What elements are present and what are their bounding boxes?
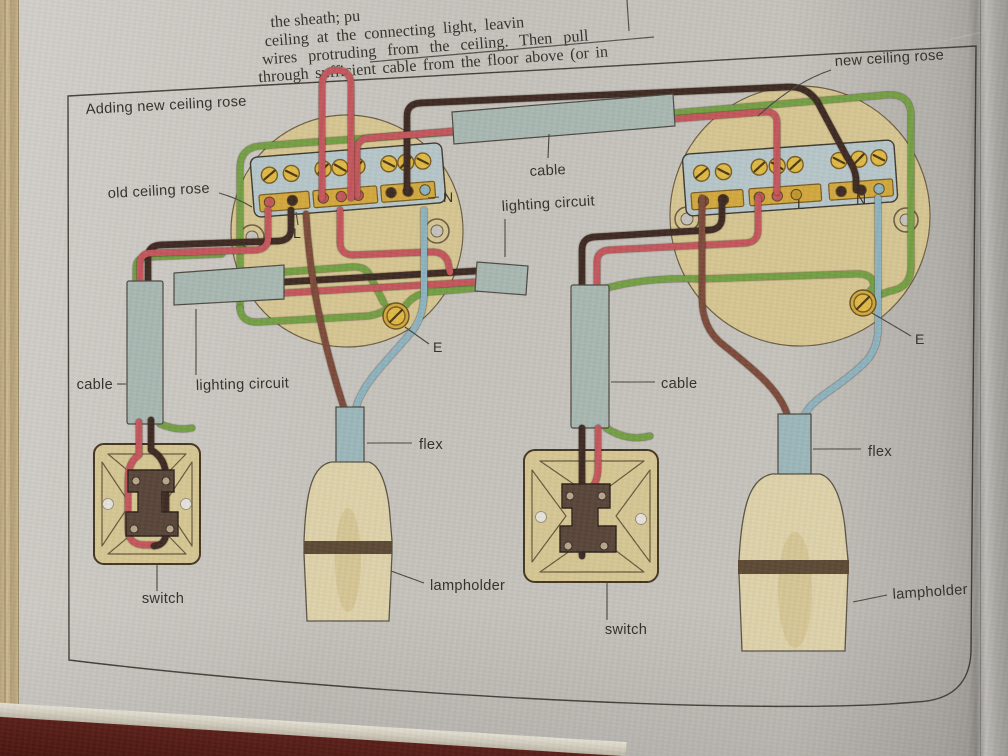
- page-curl-edge: [968, 0, 1008, 756]
- wire-flex-blue: [352, 206, 428, 412]
- wire-flex-blue: [801, 194, 882, 418]
- upper-figure-border-fragment: [626, 0, 630, 32]
- wire-red: [336, 206, 454, 276]
- label-lighting-circuit-mid: lighting circuit: [501, 193, 595, 215]
- label-terminal-e-new: E: [915, 331, 924, 347]
- body-text-fragment: the sheath; pu ceiling at the connecting…: [258, 7, 609, 87]
- label-terminal-n-old: N: [443, 189, 453, 205]
- screw-hole: [180, 498, 192, 510]
- book-gutter: [0, 0, 19, 716]
- label-cable-top: cable: [529, 162, 566, 180]
- wire-earth-green: [236, 91, 915, 312]
- label-flex-right: flex: [868, 444, 892, 460]
- figure-title: Adding new ceiling rose: [85, 94, 247, 118]
- switch-mechanism: [125, 469, 179, 537]
- label-terminal-e-old: E: [433, 339, 442, 355]
- new-rose-earth-terminal: [849, 289, 877, 317]
- switch-cable-sheath-left: [126, 280, 164, 425]
- label-lighting-circuit-left: lighting circuit: [196, 376, 290, 394]
- mounting-hole-center: [430, 224, 444, 238]
- screw-hole: [635, 513, 647, 525]
- label-flex-left: flex: [419, 437, 443, 453]
- lighting-circuit-sheath-left: [173, 264, 285, 306]
- old-rose-earth-terminal: [382, 302, 410, 330]
- label-old-ceiling-rose: old ceiling rose: [107, 181, 210, 202]
- switch-mechanism: [559, 483, 617, 553]
- wire-flex-brown: [698, 194, 791, 418]
- flex-sheath: [335, 406, 365, 464]
- lampholder-left: [303, 406, 393, 622]
- switch-cable-sheath-right: [570, 284, 610, 429]
- label-lampholder-right: lampholder: [892, 582, 968, 603]
- wire-red: [136, 206, 272, 286]
- wire-red: [124, 418, 162, 549]
- label-terminal-n-new: N: [856, 191, 866, 207]
- lampholder-right: [738, 413, 849, 652]
- cable-sheath-top: [451, 93, 676, 145]
- wire-flex-brown: [302, 210, 348, 412]
- switch-left: [93, 416, 201, 565]
- figure-border: [67, 45, 977, 708]
- lighting-circuit-sheath-mid: [474, 261, 529, 296]
- label-new-ceiling-rose: new ceiling rose: [834, 47, 944, 70]
- wire-earth-green: [602, 424, 654, 441]
- wire-black: [578, 194, 726, 290]
- label-cable-right: cable: [661, 376, 697, 392]
- terminal-screws: [692, 149, 888, 182]
- upper-figure-border-fragment: [369, 36, 655, 63]
- screw-hole: [102, 498, 114, 510]
- terminal-bar: [748, 183, 823, 207]
- label-terminal-l-new: L: [797, 196, 805, 212]
- flex-sheath: [777, 413, 812, 475]
- label-terminal-l-old: L: [293, 225, 301, 241]
- wire-earth-green: [156, 420, 196, 433]
- switch-right: [523, 424, 659, 583]
- new-rose-terminal-block: [681, 139, 899, 217]
- label-cable-left: cable: [77, 377, 113, 393]
- label-switch-left: switch: [142, 591, 184, 607]
- screw-hole: [535, 511, 547, 523]
- wire-black: [403, 83, 860, 194]
- wire-red: [593, 194, 762, 290]
- new-ceiling-rose-base: [669, 85, 931, 347]
- wire-red: [318, 66, 355, 202]
- label-switch-right: switch: [605, 622, 647, 638]
- wire-earth-green: [402, 284, 482, 309]
- callouts: old ceiling rose new ceiling rose cable …: [77, 47, 969, 638]
- label-lampholder-left: lampholder: [430, 578, 505, 594]
